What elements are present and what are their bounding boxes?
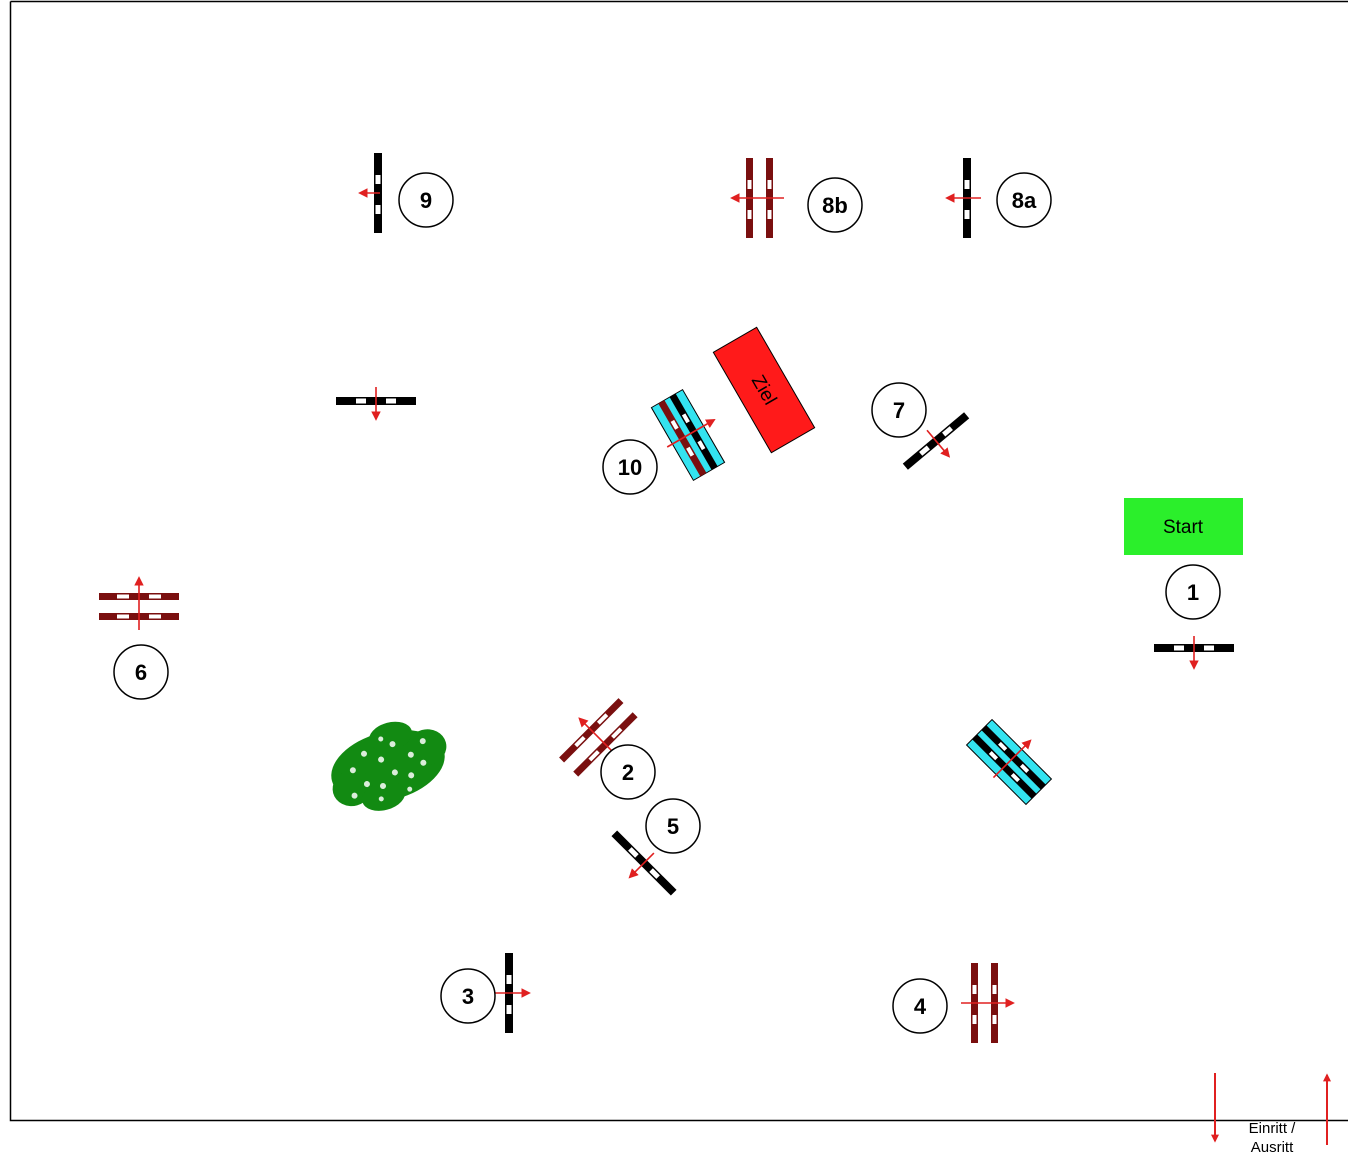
bush-obstacle (331, 721, 447, 811)
number-circle-6: 6 (113, 644, 169, 700)
jump-8b-oxer (730, 158, 784, 238)
jump-8a-vertical (945, 158, 981, 238)
jump-3-vertical (495, 953, 531, 1033)
start-box: Start (1124, 498, 1243, 555)
number-6: 6 (135, 660, 147, 685)
number-8a: 8a (1012, 188, 1037, 213)
jump-unnumbered-water-oxer (965, 718, 1053, 806)
jump-5-vertical (611, 830, 677, 896)
number-2: 2 (622, 760, 634, 785)
number-circle-10: 10 (602, 439, 658, 495)
number-circle-2: 2 (600, 744, 656, 800)
jump-9-vertical (358, 153, 382, 233)
finish-box: Ziel (712, 326, 816, 454)
number-1: 1 (1187, 580, 1199, 605)
number-circle-1: 1 (1165, 564, 1221, 620)
jump-10-water-oxer (650, 388, 726, 482)
entry-label-line2: Ausritt (1251, 1139, 1294, 1154)
number-circle-8b: 8b (807, 177, 863, 233)
number-circle-3: 3 (440, 968, 496, 1024)
number-7: 7 (893, 398, 905, 423)
jump-7-vertical (902, 412, 970, 470)
number-circle-7: 7 (871, 382, 927, 438)
number-circle-8a: 8a (996, 172, 1052, 228)
number-3: 3 (462, 984, 474, 1009)
jump-4-oxer (961, 963, 1015, 1043)
jump-6-oxer (99, 576, 179, 630)
number-8b: 8b (822, 193, 848, 218)
jump-1-vertical (1154, 636, 1234, 670)
number-10: 10 (618, 455, 642, 480)
entry-label-line1: Einritt / (1249, 1120, 1297, 1137)
jump-2-oxer (559, 698, 638, 777)
number-5: 5 (667, 814, 679, 839)
number-9: 9 (420, 188, 432, 213)
jump-unnumbered-vertical (336, 387, 416, 421)
arena-border (9, 0, 1348, 1122)
start-label: Start (1163, 517, 1204, 538)
number-circle-5: 5 (645, 798, 701, 854)
number-4: 4 (914, 994, 927, 1019)
number-circle-9: 9 (398, 172, 454, 228)
number-circle-4: 4 (892, 978, 948, 1034)
